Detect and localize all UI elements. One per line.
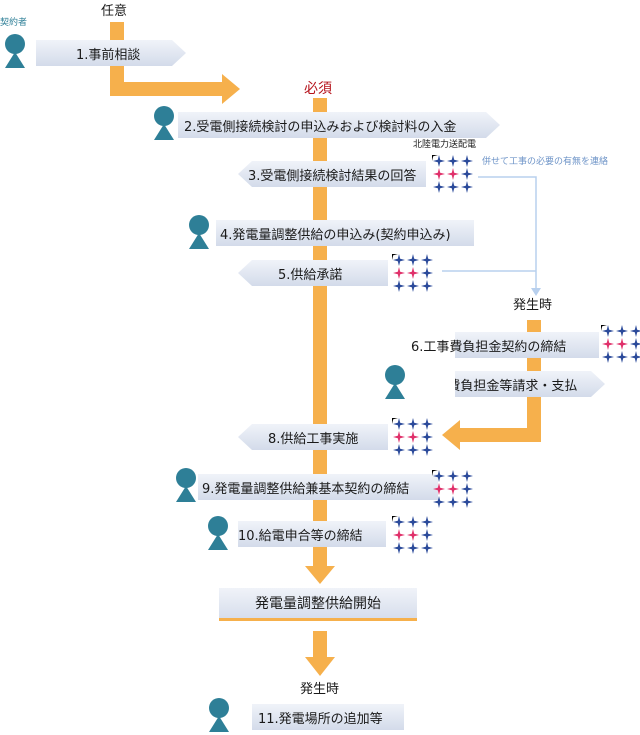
step-5: 5.供給承諾 [238,260,388,286]
utility-stars-icon-step-9 [432,470,474,508]
utility-stars-icon-step-8 [392,418,434,456]
contractor-legend-label: 契約者 [0,18,28,28]
step-8: 8.供給工事実施 [238,424,388,450]
step-11: 11.発電場所の追加等 [252,704,404,730]
step-1: 1.事前相談 [36,40,186,66]
contractor-person-icon-step-10 [206,516,230,550]
step-5-label: 5.供給承諾 [278,267,343,283]
utility-stars-icon-legend [432,155,474,193]
supply-start-box: 発電量調整供給開始 [219,588,417,621]
step-9-label: 9.発電量調整供給兼基本契約の締結 [202,481,410,497]
step-4-label: 4.発電量調整供給の申込み(契約申込み) [220,227,451,243]
step-11-label: 11.発電場所の追加等 [258,711,383,727]
step-4: 4.発電量調整供給の申込み(契約申込み) [216,220,474,246]
contractor-person-icon-step-2 [152,106,176,140]
contractor-person-icon-step-7 [383,365,407,399]
utility-stars-icon-step-6 [601,325,640,363]
step-10: 10.給電申合等の締結 [238,521,386,547]
step-7: 7.工事費負担金等請求・支払 [455,371,605,397]
utility-stars-icon-step-5 [392,254,434,292]
step-1-label: 1.事前相談 [76,47,141,63]
utility-legend-label: 北陸電力送配電 [413,140,477,150]
step-6: 6.工事費負担金契約の締結 [411,332,599,358]
step-3-label: 3.受電側接続検討結果の回答 [248,168,417,184]
step-6-label: 6.工事費負担金契約の締結 [411,339,567,355]
occurrence-label-1: 発生時 [513,298,553,313]
step-2: 2.受電側接続検討の申込みおよび検討料の入金 [178,112,500,138]
occurrence-label-2: 発生時 [300,682,340,697]
step-8-label: 8.供給工事実施 [268,431,359,447]
contractor-person-icon-step-9 [174,468,198,502]
step-3: 3.受電側接続検討結果の回答 [238,161,426,187]
supply-start-label: 発電量調整供給開始 [255,596,381,612]
step-10-label: 10.給電申合等の締結 [238,528,363,544]
contractor-person-icon-step-11 [207,698,231,732]
note-text: 併せて工事の必要の有無を連絡 [482,157,609,167]
required-label: 必須 [304,81,332,97]
step-9: 9.発電量調整供給兼基本契約の締結 [198,474,438,500]
step-2-label: 2.受電側接続検討の申込みおよび検討料の入金 [184,119,457,135]
optional-label: 任意 [101,4,128,19]
contractor-person-icon-step-4 [187,215,211,249]
utility-stars-icon-step-10 [392,516,434,554]
contractor-person-icon-legend [3,34,27,68]
